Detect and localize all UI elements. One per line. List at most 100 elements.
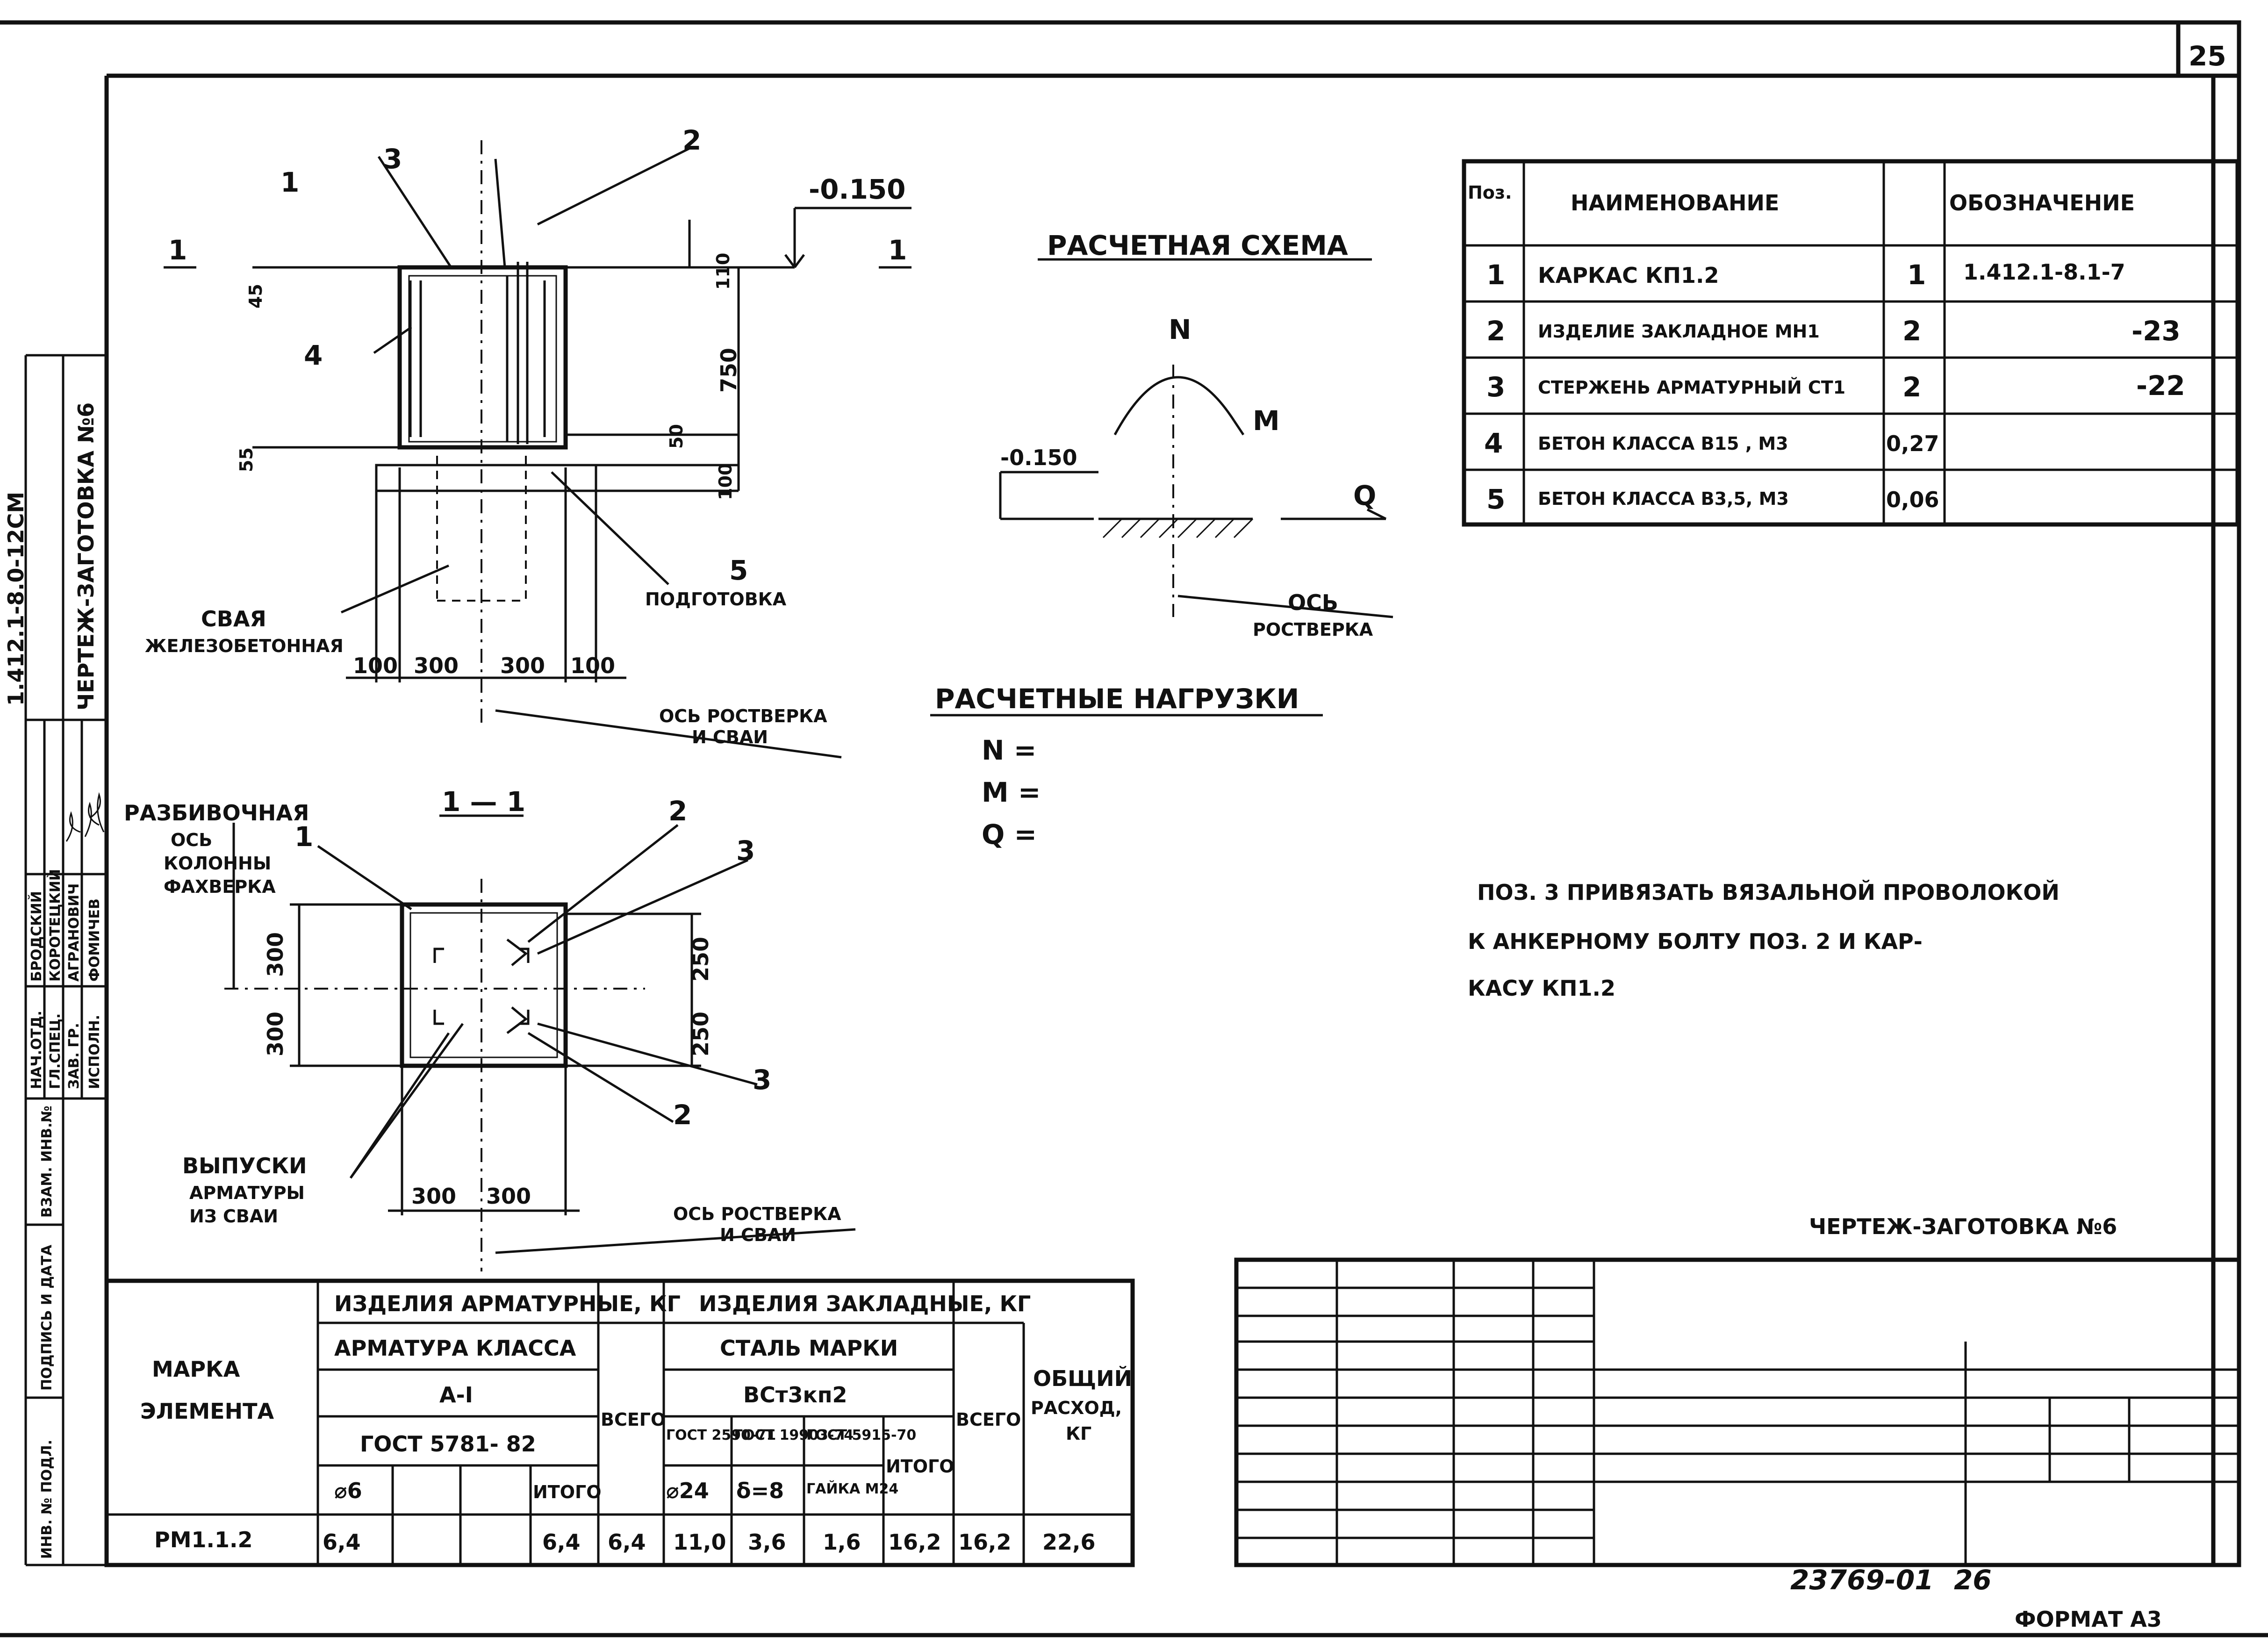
dim-bottom: 300	[411, 1184, 456, 1209]
spec-name: КАРКАС КП1.2	[1538, 263, 1719, 288]
spec-pos: 4	[1484, 427, 1503, 459]
level-mark: -0.150	[809, 173, 906, 205]
callout: 1	[294, 821, 313, 853]
note-line: К АНКЕРНОМУ БОЛТУ ПОЗ. 2 И КАР-	[1468, 929, 1923, 954]
layout-axis-label: РАЗБИВОЧНАЯ	[124, 800, 309, 826]
scheme-m: M	[1253, 405, 1280, 437]
note-line: ПОЗ. 3 ПРИВЯЗАТЬ ВЯЗАЛЬНОЙ ПРОВОЛОКОЙ	[1477, 880, 2060, 905]
signature-marks	[65, 792, 105, 842]
spec-name: БЕТОН КЛАССА В15 , М3	[1538, 433, 1788, 454]
stamp-name: ФОМИЧЕВ	[86, 898, 103, 982]
scheme-level: -0.150	[1000, 445, 1077, 470]
spec-header: ОБОЗНАЧЕНИЕ	[1949, 190, 2135, 215]
note-line: КАСУ КП1.2	[1468, 976, 1615, 1001]
load-n: N =	[982, 734, 1036, 766]
mat-total-header: КГ	[1066, 1423, 1091, 1444]
spec-name: БЕТОН КЛАССА В3,5, М3	[1538, 488, 1789, 509]
mat-gost: ГОСТ 2590-71	[666, 1427, 776, 1443]
dim-bottom: 300	[414, 653, 459, 678]
stamp-title: ЧЕРТЕЖ-ЗАГОТОВКА №6	[73, 402, 99, 711]
spec-qty: 2	[1902, 315, 1921, 347]
spec-pos: 1	[1486, 259, 1505, 291]
mat-row-value: 6,4	[542, 1529, 581, 1555]
axis-label: И СВАИ	[720, 1225, 796, 1245]
mat-row-value: 3,6	[748, 1529, 786, 1555]
mat-embed-col: δ=8	[736, 1478, 784, 1503]
mat-total-header: РАСХОД,	[1031, 1398, 1122, 1418]
stamp-role: ГЛ.СПЕЦ.	[47, 1013, 64, 1089]
title-block	[1234, 1257, 2241, 1567]
mat-row-value: 11,0	[673, 1529, 726, 1555]
calc-scheme	[930, 258, 1393, 717]
stamp-role: НАЧ.ОТД.	[29, 1011, 45, 1089]
mat-steel-grade: СТАЛЬ МАРКИ	[720, 1335, 898, 1361]
materials-table	[104, 1278, 1135, 1567]
callout: 3	[383, 143, 402, 175]
spec-qty: 0,06	[1886, 487, 1939, 512]
section-view	[224, 814, 856, 1271]
spec-ref: -22	[2136, 370, 2185, 402]
callout: 3	[736, 835, 755, 867]
stamp-left-label: ПОДПИСЬ И ДАТА	[39, 1244, 55, 1391]
loads-title: РАСЧЕТНЫЕ НАГРУЗКИ	[935, 683, 1299, 715]
axis-label: ОСЬ РОСТВЕРКА	[659, 706, 827, 726]
mat-row-value: 1,6	[823, 1529, 861, 1555]
scheme-q: Q	[1353, 480, 1376, 511]
layout-axis-label: ОСЬ	[171, 830, 212, 850]
scheme-n: N	[1169, 314, 1191, 345]
dim-vertical: 110	[713, 253, 733, 290]
mat-row-value: 6,4	[608, 1529, 646, 1555]
dim-vertical: 100	[715, 463, 736, 500]
mat-mark-header: ЭЛЕМЕНТА	[140, 1399, 274, 1424]
stamp-name: АГРАНОВИЧ	[66, 883, 82, 982]
dim-bottom: 300	[486, 1184, 531, 1209]
callout: 1	[280, 166, 299, 198]
mat-rebar-class-val: А-I	[439, 1382, 473, 1407]
pile-label: ЖЕЛЕЗОБЕТОННАЯ	[145, 636, 344, 656]
mat-rebar-group: ИЗДЕЛИЯ АРМАТУРНЫЕ, КГ	[334, 1291, 681, 1316]
callout: 2	[668, 795, 687, 827]
dim-bottom: 100	[570, 653, 615, 678]
pile-label: СВАЯ	[201, 606, 266, 632]
dim-right: 250	[688, 1012, 713, 1056]
mat-embed-col: ⌀24	[666, 1478, 709, 1503]
spec-qty: 1	[1907, 259, 1926, 291]
mat-row-mark: РМ1.1.2	[154, 1527, 252, 1552]
stamp-code: 1.412.1-8.0-12СМ	[3, 492, 29, 706]
load-m: M =	[982, 776, 1041, 808]
footer-number: 23769-01	[1790, 1564, 1934, 1596]
stamp-role: ИСПОЛН.	[86, 1015, 103, 1089]
format-label: ФОРМАТ А3	[2015, 1607, 2162, 1632]
spec-name: ИЗДЕЛИЕ ЗАКЛАДНОЕ МН1	[1538, 321, 1820, 342]
stamp-name: БРОДСКИЙ	[28, 891, 45, 982]
section-mark: 1	[168, 234, 187, 266]
spec-pos: 2	[1486, 315, 1505, 347]
spec-table	[1462, 159, 2240, 527]
dim-bottom: 300	[500, 653, 545, 678]
prep-label: ПОДГОТОВКА	[645, 589, 787, 610]
mat-row-value: 16,2	[888, 1529, 941, 1555]
mat-gost: ГОСТ 19903-74	[734, 1427, 854, 1443]
spec-name: СТЕРЖЕНЬ АРМАТУРНЫЙ СТ1	[1538, 377, 1845, 398]
mat-row-value: 6,4	[323, 1529, 361, 1555]
callout: 5	[729, 554, 748, 586]
callout: 3	[753, 1064, 771, 1096]
mat-rebar-gost: ГОСТ 5781- 82	[360, 1431, 536, 1457]
layout-axis-label: КОЛОННЫ	[164, 853, 271, 874]
axis-label: И СВАИ	[692, 727, 768, 747]
load-q: Q =	[982, 818, 1037, 850]
stamp-left-label: ИНВ. № ПОДЛ.	[39, 1440, 55, 1559]
dim-vertical: 55	[236, 447, 257, 472]
outlets-label: ВЫПУСКИ	[182, 1153, 307, 1178]
side-stamp	[24, 354, 107, 1566]
mat-embed-itogo: ИТОГО	[886, 1456, 955, 1477]
page-number: 25	[2189, 40, 2226, 72]
mat-row-value: 22,6	[1042, 1529, 1096, 1555]
callout: 2	[682, 124, 701, 156]
section-mark: 1	[888, 234, 907, 266]
mat-rebar-dia: ⌀6	[334, 1478, 362, 1503]
mat-rebar-vsego: ВСЕГО	[601, 1409, 666, 1430]
axis-label: ОСЬ РОСТВЕРКА	[673, 1204, 841, 1224]
spec-pos: 3	[1486, 371, 1505, 403]
